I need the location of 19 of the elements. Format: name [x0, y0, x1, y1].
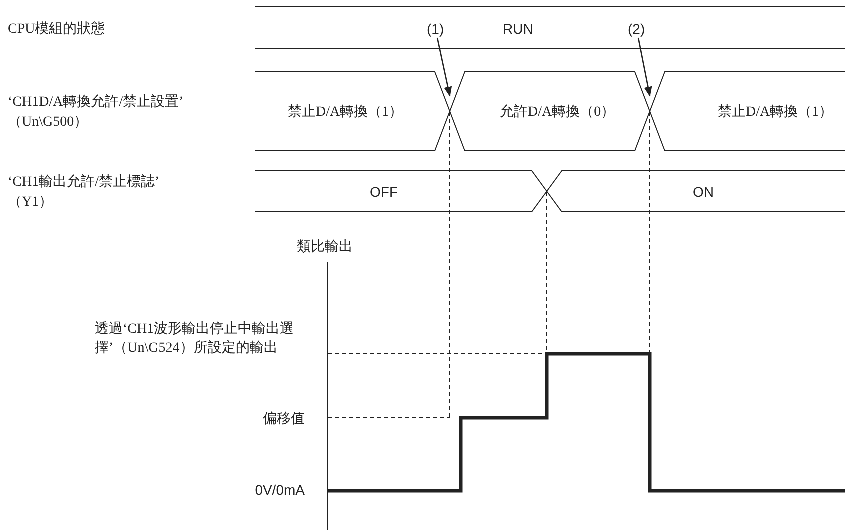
state-label: 允許D/A轉換（0） [500, 104, 616, 122]
axis-label: 類比輸出 [297, 238, 353, 257]
state-label: OFF [370, 183, 398, 202]
level-label: 偏移值 [263, 410, 305, 429]
register-label: （Y1） [8, 194, 54, 212]
row-label: CPU模組的狀態 [8, 20, 106, 39]
row-label: ‘CH1D/A轉換允許/禁止設置’ [8, 94, 184, 112]
level-label: 0V/0mA [255, 481, 305, 500]
leader-line [638, 38, 652, 97]
state-label: RUN [503, 20, 534, 39]
state-label: ON [693, 183, 714, 202]
row-label: ‘CH1輸出允許/禁止標誌’ [8, 174, 160, 192]
level-label: 透過‘CH1波形輸出停止中輸出選擇’（Un\G524）所設定的輸出 [95, 320, 296, 358]
register-label: （Un\G500） [8, 114, 88, 132]
state-label: 禁止D/A轉換（1） [718, 104, 834, 122]
leader-line [436, 38, 452, 97]
state-label: 禁止D/A轉換（1） [288, 104, 404, 122]
callout-number: (2) [628, 21, 646, 37]
callout-number: (1) [427, 21, 444, 37]
